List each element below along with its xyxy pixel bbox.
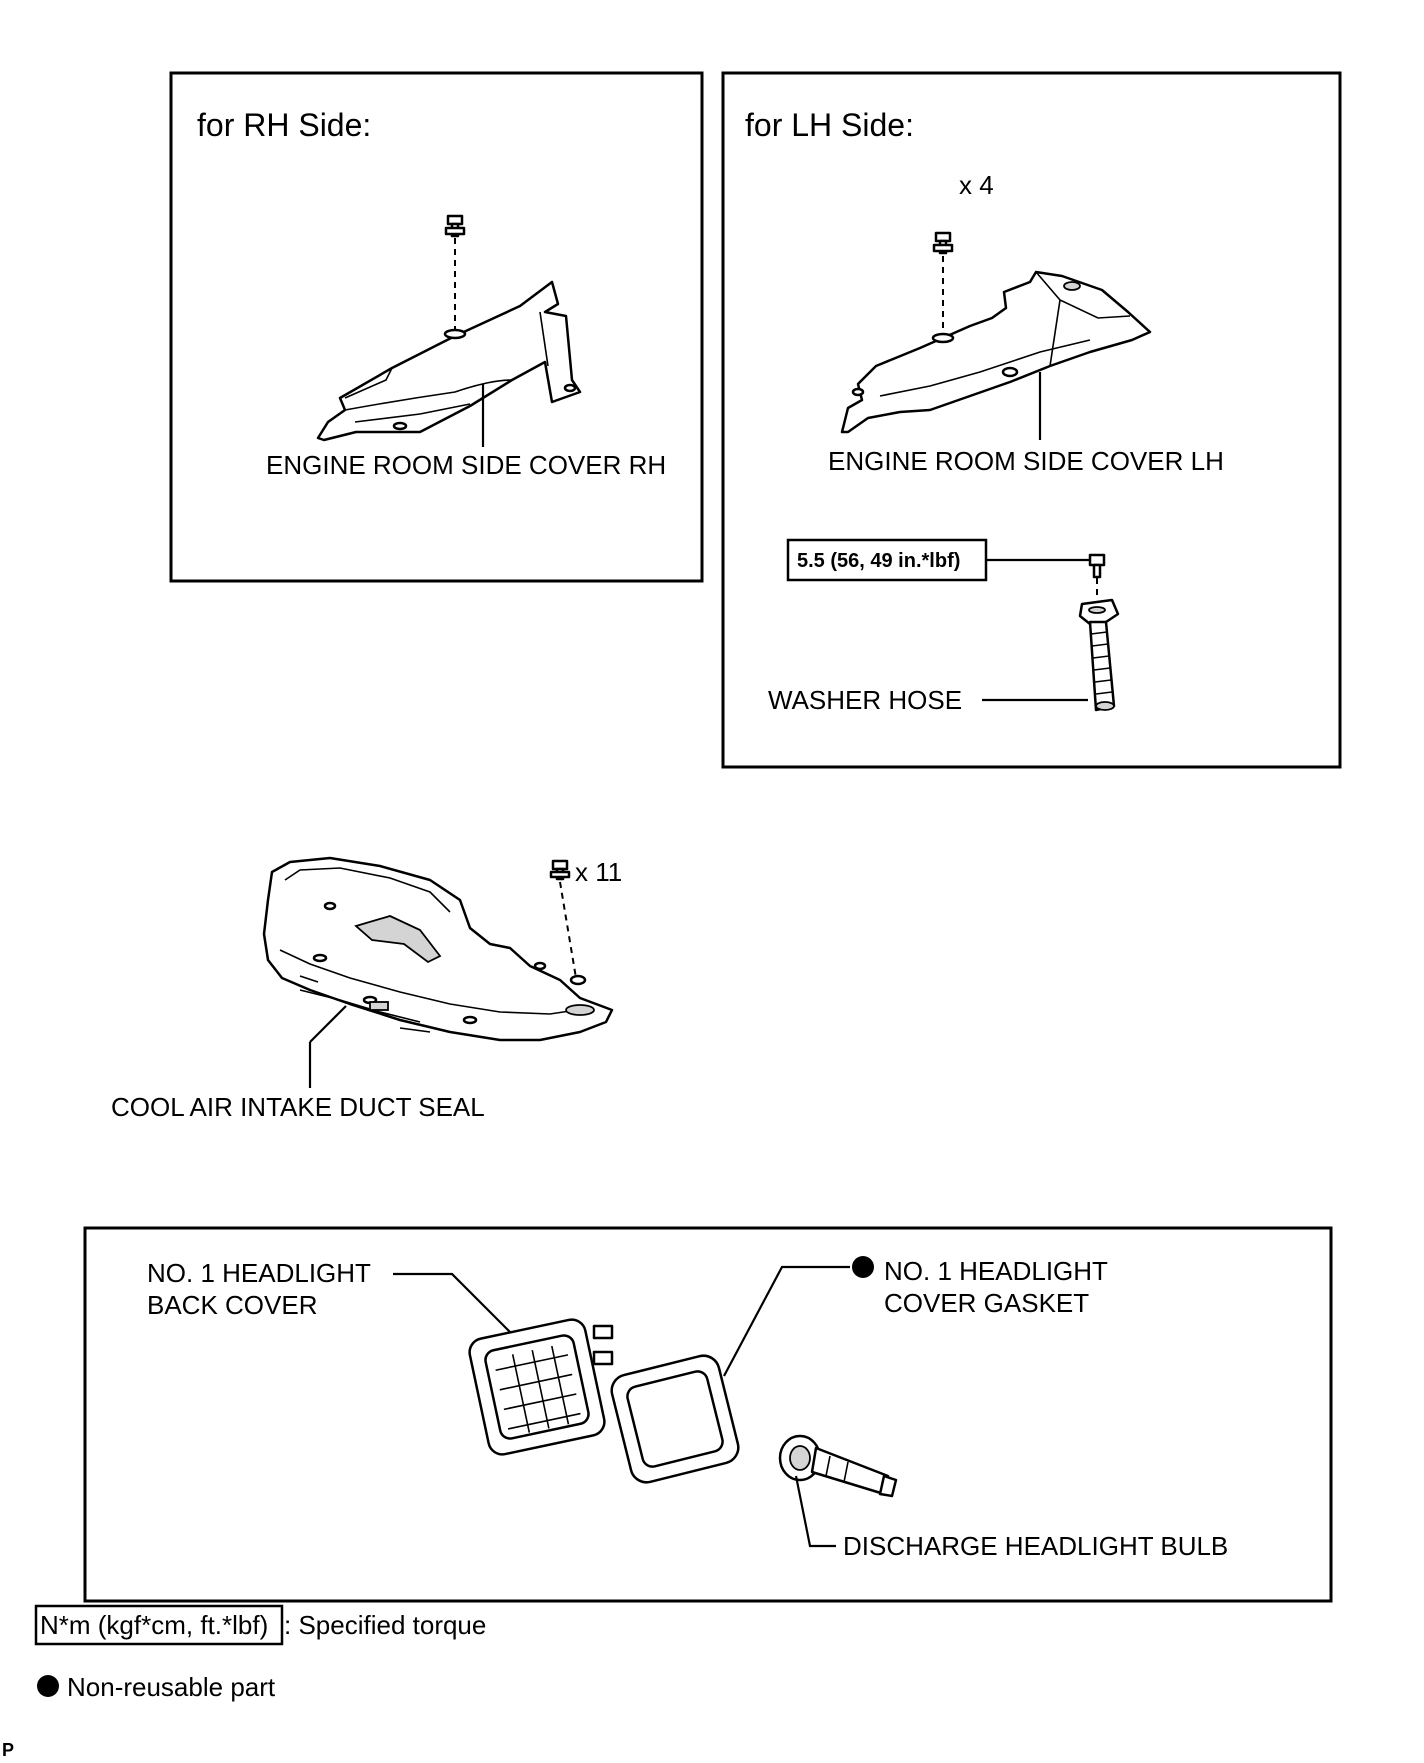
legend-torque-unit: N*m (kgf*cm, ft.*lbf)	[40, 1610, 268, 1640]
washer-hose-drawing	[1078, 598, 1120, 712]
lh-side-panel: for LH Side: x 4 ENGINE ROOM SIDE COVER …	[721, 71, 1342, 769]
discharge-headlight-bulb-label: DISCHARGE HEADLIGHT BULB	[843, 1531, 1228, 1561]
rh-side-panel: for RH Side: ENGINE ROOM SIDE COVER RH	[169, 71, 704, 583]
nonreusable-bullet-icon	[37, 1675, 59, 1697]
legend: N*m (kgf*cm, ft.*lbf) : Specified torque…	[2, 1604, 486, 1760]
headlight-panel: NO. 1 HEADLIGHT BACK COVER NO. 1 HEADLIG…	[83, 1226, 1333, 1603]
seal-clip-guide	[559, 881, 577, 979]
rh-panel-frame	[169, 71, 704, 583]
bulb-leader	[794, 1475, 836, 1548]
legend-nonreusable-description: Non-reusable part	[67, 1672, 276, 1702]
headlight-gasket-label-line1: NO. 1 HEADLIGHT	[884, 1256, 1108, 1286]
headlight-back-cover-drawing	[468, 1318, 614, 1456]
rh-clip-icon	[444, 214, 466, 238]
lh-panel-frame	[721, 71, 1342, 769]
headlight-cover-gasket-drawing	[610, 1354, 740, 1484]
lh-clip-icon	[932, 231, 954, 255]
lh-clip-count: x 4	[959, 170, 994, 200]
cool-air-intake-duct-seal-label: COOL AIR INTAKE DUCT SEAL	[111, 1092, 485, 1122]
engine-room-side-cover-lh-drawing	[840, 270, 1152, 434]
lh-panel-title: for LH Side:	[745, 107, 914, 143]
seal-clip-count: x 11	[575, 857, 622, 887]
headlight-back-cover-label-line2: BACK COVER	[147, 1290, 318, 1320]
back-cover-leader	[393, 1272, 531, 1353]
engine-room-side-cover-lh-label: ENGINE ROOM SIDE COVER LH	[828, 446, 1224, 476]
cool-air-intake-duct-seal-drawing	[262, 856, 614, 1042]
corner-mark: P	[2, 1740, 14, 1760]
headlight-gasket-label-line2: COVER GASKET	[884, 1288, 1089, 1318]
nonreusable-gasket-bullet-icon	[852, 1256, 874, 1278]
washer-hose-bolt-icon	[1088, 553, 1106, 579]
rh-panel-title: for RH Side:	[197, 107, 371, 143]
cool-air-intake-duct-seal-group: x 11 COOL AIR INTAKE DUCT SEAL	[111, 856, 622, 1122]
headlight-back-cover-label-line1: NO. 1 HEADLIGHT	[147, 1258, 371, 1288]
headlight-panel-frame	[83, 1226, 1333, 1603]
discharge-headlight-bulb-drawing	[778, 1434, 898, 1498]
gasket-leader	[723, 1265, 850, 1377]
seal-clip-icon	[549, 859, 571, 881]
legend-torque-description: : Specified torque	[284, 1610, 486, 1640]
engine-room-side-cover-rh-drawing	[316, 280, 582, 442]
washer-hose-label: WASHER HOSE	[768, 685, 962, 715]
seal-leader-diag	[309, 1005, 347, 1043]
engine-room-side-cover-rh-label: ENGINE ROOM SIDE COVER RH	[266, 450, 666, 480]
torque-unit-box	[34, 1604, 284, 1646]
torque-callout-value: 5.5 (56, 49 in.*lbf)	[797, 550, 960, 572]
